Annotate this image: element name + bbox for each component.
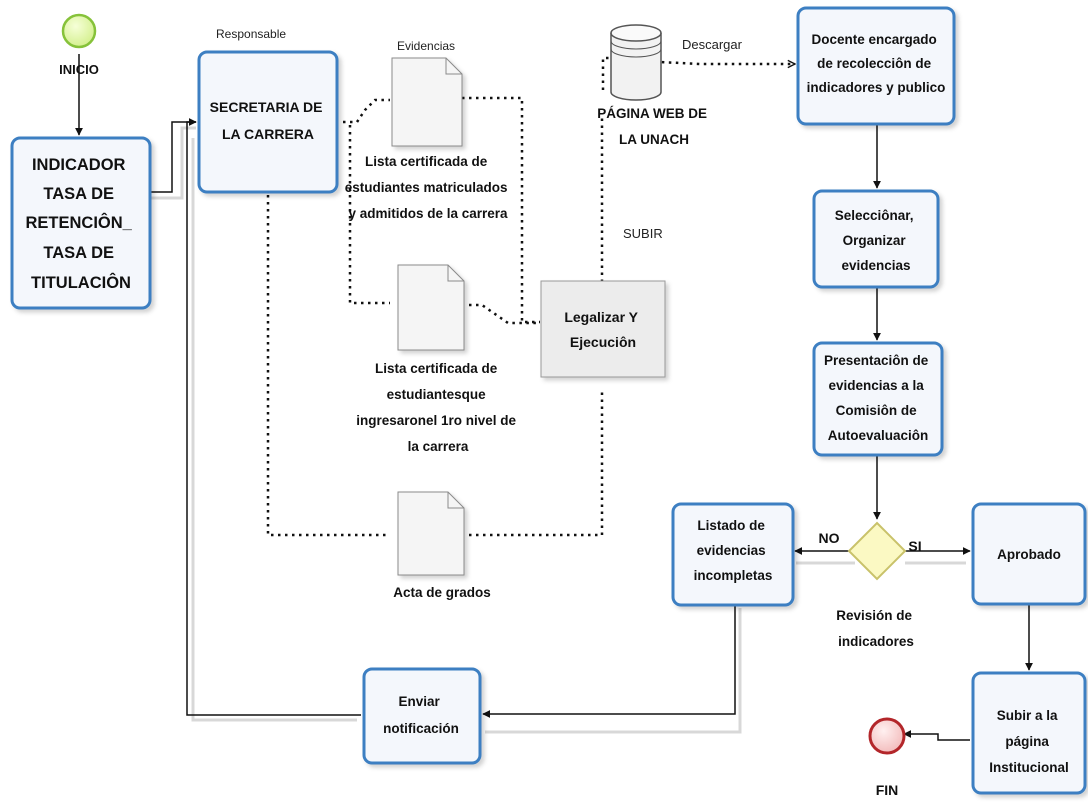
task-docente[interactable]: Docente encargado de recolecciôn de indi… [796, 6, 956, 126]
descargar-label: Descargar [682, 37, 743, 52]
task-listado-line: Listado de [697, 518, 765, 533]
svg-text:Presentaciôn de evidenci: Presentaciôn de evidencias a la Comisiôn… [824, 353, 932, 443]
no-label: NO [819, 530, 840, 546]
flow-shadows [150, 126, 966, 734]
svg-text:Lista certificada de est: Lista certificada de estudiantesque ingr… [356, 361, 520, 454]
start-event: INICIO [59, 13, 99, 77]
task-subir-pagina-line: página [1005, 734, 1049, 749]
evidencias-label: Evidencias [397, 39, 455, 53]
document-acta-line: Acta de grados [393, 585, 491, 600]
svg-text:PÁGINA WEB DE LA UNACH: PÁGINA WEB DE LA UNACH [597, 106, 711, 147]
assoc-lista1-legalizar [462, 96, 540, 324]
document-acta: Acta de grados [393, 491, 491, 600]
task-enviar[interactable]: Enviar notificación [362, 667, 482, 765]
svg-text:Enviar notificación: Enviar notificación [383, 694, 459, 736]
task-enviar-line: notificación [383, 721, 459, 736]
document-lista1-line: estudiantes matriculados [345, 180, 508, 195]
end-event-label: FIN [876, 782, 899, 798]
task-presentacion-line: Presentaciôn de [824, 353, 929, 368]
svg-text:Docente encargado de rec: Docente encargado de recolecciôn de indi… [807, 32, 946, 95]
document-lista2: Lista certificada de estudiantesque ingr… [356, 264, 520, 454]
task-seleccionar-line: evidencias [841, 258, 910, 273]
svg-text:Legalizar Y Ejecuciôn: Legalizar Y Ejecuciôn [564, 309, 641, 350]
task-secretaria-line: SECRETARIA DE [210, 99, 323, 115]
associations [266, 56, 795, 537]
document-lista1-line: y admitidos de la carrera [348, 206, 508, 221]
start-event-label: INICIO [59, 62, 99, 77]
task-docente-line: Docente encargado [811, 32, 936, 47]
task-seleccionar-line: Organizar [843, 233, 907, 248]
si-label: SI [908, 538, 921, 554]
task-subir-pagina-line: Subir a la [997, 708, 1058, 723]
task-aprobado[interactable]: Aprobado [971, 502, 1087, 606]
task-legalizar-line: Ejecuciôn [570, 334, 636, 350]
assoc-lista2-legalizar [462, 303, 540, 325]
task-secretaria-line: LA CARRERA [222, 126, 314, 142]
task-enviar-line: Enviar [398, 694, 440, 709]
document-lista1: Lista certificada de estudiantes matricu… [345, 57, 512, 221]
task-seleccionar-line: Selecciônar, [835, 208, 914, 223]
document-lista2-line: ingresaronel 1ro nivel de [356, 413, 516, 428]
task-legalizar-line: Legalizar Y [564, 309, 638, 325]
svg-text:SECRETARIA DE LA CARRERA: SECRETARIA DE LA CARRERA [210, 99, 327, 142]
datastore-web: PÁGINA WEB DE LA UNACH [597, 24, 711, 147]
svg-text:Listado de evidencias: Listado de evidencias incompletas [694, 518, 773, 583]
task-legalizar[interactable]: Legalizar Y Ejecuciôn [540, 280, 666, 378]
svg-text:Acta de grados: Acta de grados [393, 585, 491, 600]
gateway-revision-line: indicadores [838, 634, 914, 649]
svg-text:Subir a la página: Subir a la página Institucional [989, 708, 1069, 775]
assoc-secretaria-lista1 [336, 98, 390, 124]
sequence-flows [75, 54, 1033, 741]
task-indicador-line: TITULACIÔN [31, 273, 131, 292]
subir-label: SUBIR [623, 226, 663, 241]
flow-indicador-secretaria [150, 118, 197, 193]
assoc-acta-legalizar [462, 390, 604, 537]
end-event: FIN [868, 717, 906, 798]
svg-text:INDICADOR TASA DE: INDICADOR TASA DE RETENCIÔN_ TASA DE TIT… [26, 156, 137, 292]
gateway-revision: Revisión de indicadores [836, 521, 916, 649]
flow-listado-enviar [482, 605, 736, 718]
task-indicador-line: RETENCIÔN_ [26, 213, 133, 232]
task-seleccionar[interactable]: Selecciônar, Organizar evidencias [812, 189, 940, 289]
task-indicador-line: TASA DE [43, 185, 114, 203]
flow-subir-fin [903, 730, 970, 741]
task-indicador-line: INDICADOR [32, 156, 126, 174]
task-indicador-line: TASA DE [43, 244, 114, 262]
task-docente-line: indicadores y publico [807, 80, 946, 95]
svg-text:Aprobado: Aprobado [997, 547, 1061, 562]
datastore-web-line: PÁGINA WEB DE [597, 106, 707, 121]
datastore-web-line: LA UNACH [619, 132, 689, 147]
flow-enviar-secretaria [186, 121, 361, 716]
task-presentacion[interactable]: Presentaciôn de evidencias a la Comisiôn… [812, 341, 944, 457]
task-indicador[interactable]: INDICADOR TASA DE RETENCIÔN_ TASA DE TIT… [10, 136, 152, 310]
responsable-label: Responsable [216, 27, 286, 41]
document-lista1-line: Lista certificada de [365, 154, 488, 169]
document-lista2-line: Lista certificada de [375, 361, 498, 376]
svg-text:Lista certificada de est: Lista certificada de estudiantes matricu… [345, 154, 512, 221]
svg-text:Selecciônar, Organizar: Selecciônar, Organizar evidencias [835, 208, 918, 273]
task-subir-pagina-line: Institucional [989, 760, 1069, 775]
document-lista2-line: estudiantesque [387, 387, 487, 402]
document-lista2-line: la carrera [408, 439, 469, 454]
task-listado[interactable]: Listado de evidencias incompletas [671, 502, 795, 607]
task-docente-line: de recolecciôn de [817, 56, 932, 71]
gateway-revision-line: Revisión de [836, 608, 912, 623]
task-subir-pagina[interactable]: Subir a la página Institucional [971, 671, 1087, 795]
task-listado-line: incompletas [694, 568, 773, 583]
svg-text:Revisión de indicadores: Revisión de indicadores [836, 608, 916, 649]
assoc-secretaria-acta [266, 195, 390, 537]
task-presentacion-line: evidencias a la [828, 378, 924, 393]
task-presentacion-line: Autoevaluaciôn [828, 428, 929, 443]
task-secretaria[interactable]: SECRETARIA DE LA CARRERA [197, 50, 339, 194]
assoc-secretaria-lista2 [348, 125, 390, 305]
task-aprobado-line: Aprobado [997, 547, 1061, 562]
task-listado-line: evidencias [697, 543, 766, 558]
task-presentacion-line: Comisiôn de [836, 403, 917, 418]
